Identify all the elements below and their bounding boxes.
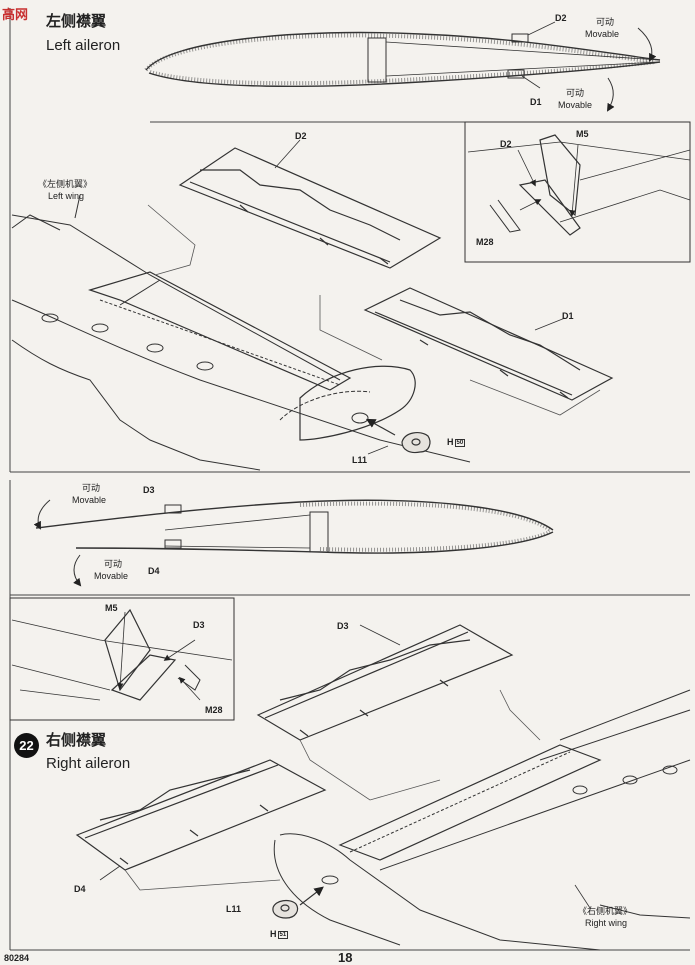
part-d1	[363, 287, 614, 401]
detail-inset-right	[9, 597, 235, 721]
page-code: 80284	[4, 953, 30, 963]
label-d4-section: D4	[148, 566, 160, 576]
label-l11-right: L11	[226, 904, 242, 914]
label-right-wing-en: Right wing	[585, 918, 628, 928]
part-d2	[178, 139, 442, 269]
label-d1-section: D1	[530, 97, 542, 107]
label-movable-cn-bottom: 可动	[566, 88, 585, 98]
step-left-title-en: Left aileron	[46, 37, 121, 54]
label-movable-cn-bottom-right: 可动	[104, 559, 123, 569]
label-movable-en-top-right: Movable	[72, 495, 107, 505]
watermark: 高网	[2, 7, 29, 22]
label-m5-right: M5	[105, 603, 118, 613]
h-num-box-right: 51	[277, 930, 289, 939]
label-d2-section: D2	[555, 13, 567, 23]
label-left-wing-en: Left wing	[48, 191, 85, 201]
label-left-wing-cn: 《左侧机翼》	[38, 179, 93, 189]
step-right-title-cn: 右侧襟翼	[46, 732, 107, 749]
step-left-title-cn: 左侧襟翼	[46, 13, 107, 30]
part-l11-right	[272, 886, 324, 919]
label-movable-en-top: Movable	[585, 29, 620, 39]
right-wing-drawing	[273, 689, 691, 951]
part-d4	[75, 759, 327, 881]
left-wing-drawing	[11, 194, 471, 471]
label-movable-en-bottom: Movable	[558, 100, 593, 110]
label-m28-left: M28	[476, 237, 494, 247]
detail-inset-left	[464, 121, 691, 263]
label-movable-cn-top: 可动	[596, 17, 615, 27]
label-movable-cn-top-right: 可动	[82, 483, 101, 493]
part-l11-left	[365, 418, 431, 455]
left-airfoil-section	[144, 21, 661, 112]
page-number: 18	[338, 950, 353, 965]
label-d3: D3	[337, 621, 349, 631]
h-num-box-left: 50	[454, 438, 466, 447]
right-guide-lines	[124, 689, 541, 891]
step-number-badge: 22	[14, 733, 39, 758]
label-l11-left: L11	[352, 455, 368, 465]
label-d3-inset: D3	[193, 620, 205, 630]
label-right-wing-cn: 《右侧机翼》	[578, 906, 633, 916]
label-m5-left: M5	[576, 129, 589, 139]
right-airfoil-section	[33, 499, 554, 587]
label-movable-en-bottom-right: Movable	[94, 571, 129, 581]
left-guide-lines	[147, 204, 601, 416]
label-d3-section: D3	[143, 485, 155, 495]
label-d2-inset: D2	[500, 139, 512, 149]
step-right-title-en: Right aileron	[46, 755, 131, 772]
label-d1: D1	[562, 311, 574, 321]
label-m28-right: M28	[205, 705, 223, 715]
label-d2: D2	[295, 131, 307, 141]
label-d4: D4	[74, 884, 86, 894]
part-d3	[256, 624, 514, 741]
page-frame	[9, 8, 690, 951]
